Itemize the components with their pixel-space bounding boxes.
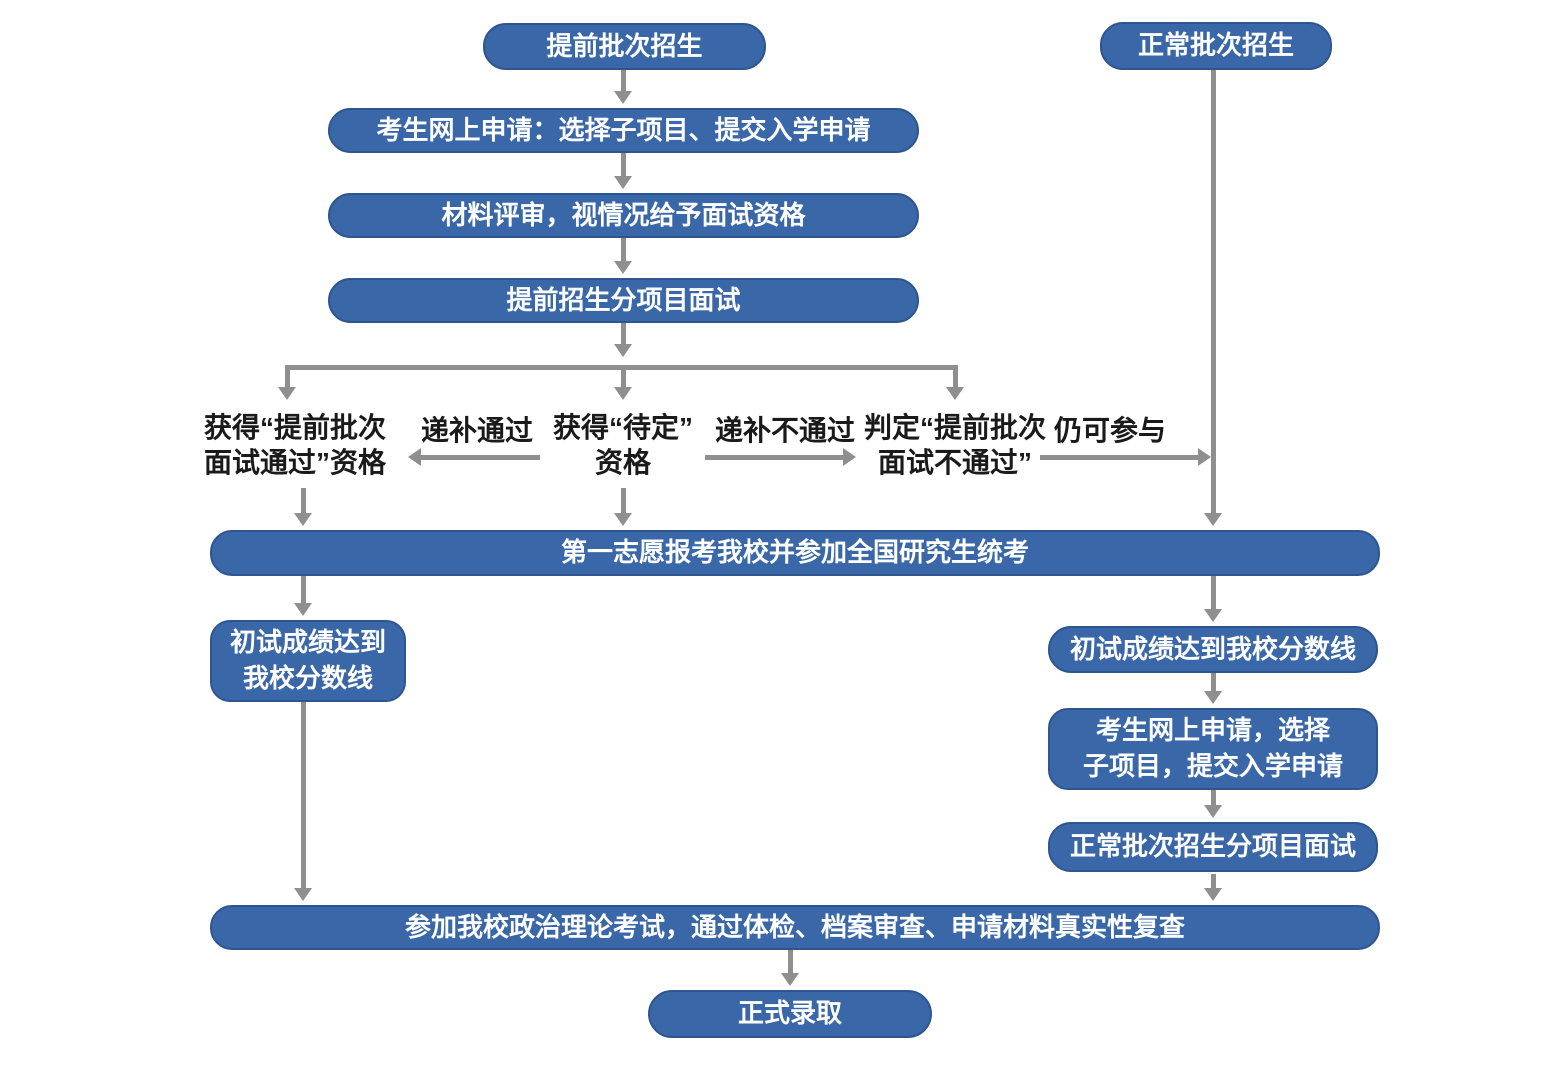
arrow-apply-to-review (621, 153, 626, 176)
node-material-review: 材料评审，视情况给予面试资格 (328, 193, 919, 238)
node-score-left: 初试成绩达到 我校分数线 (210, 620, 406, 702)
arrow-bar-to-score-left (301, 576, 306, 603)
arrow-pass-to-bar (301, 488, 306, 513)
arrowhead-down-icon (614, 387, 632, 400)
arrow-branch-right (953, 365, 958, 387)
arrowhead-down-icon (294, 513, 312, 526)
arrowhead-down-icon (1204, 805, 1222, 818)
node-early-batch: 提前批次招生 (483, 23, 766, 70)
node-normal-batch: 正常批次招生 (1100, 22, 1332, 70)
arrowhead-left-icon (408, 448, 421, 466)
arrow-early-to-apply (621, 70, 626, 91)
arrow-waitlist-pass (420, 455, 540, 460)
arrow-pending-to-bar (621, 488, 626, 513)
arrowhead-down-icon (614, 91, 632, 104)
label-waitlist-fail: 递补不通过 (714, 415, 855, 446)
label-outcome-pass: 获得“提前批次 面试通过”资格 (203, 412, 386, 478)
arrowhead-down-icon (1204, 888, 1222, 901)
arrow-normal-interview-to-politics (1211, 874, 1216, 888)
arrowhead-down-icon (278, 387, 296, 400)
arrow-waitlist-fail (705, 455, 843, 460)
arrowhead-down-icon (1204, 513, 1222, 526)
arrow-normal-batch-long (1211, 70, 1216, 513)
arrowhead-down-icon (1204, 609, 1222, 622)
arrow-branch-center (621, 368, 626, 387)
arrowhead-down-icon (294, 888, 312, 901)
arrow-bar-to-score-right (1211, 576, 1216, 609)
arrowhead-right-icon (1198, 448, 1211, 466)
arrowhead-right-icon (843, 448, 856, 466)
node-final-admission: 正式录取 (648, 990, 932, 1038)
label-still-participate: 仍可参与 (1053, 415, 1166, 446)
node-politics-check: 参加我校政治理论考试，通过体检、档案审查、申请材料真实性复查 (210, 905, 1380, 950)
node-normal-interview: 正常批次招生分项目面试 (1048, 822, 1378, 872)
arrow-apply-to-normal-interview (1211, 790, 1216, 805)
arrow-branch-left (285, 365, 290, 387)
node-apply-early: 考生网上申请：选择子项目、提交入学申请 (328, 108, 919, 153)
branch-distributor-line (285, 365, 957, 370)
arrowhead-down-icon (614, 176, 632, 189)
arrowhead-down-icon (781, 973, 799, 986)
node-score-right: 初试成绩达到我校分数线 (1048, 626, 1378, 673)
arrowhead-down-icon (614, 513, 632, 526)
arrow-review-to-interview (621, 238, 626, 261)
arrow-still-participate (1040, 455, 1198, 460)
arrow-score-to-apply-normal (1211, 673, 1216, 691)
label-outcome-fail: 判定“提前批次 面试不通过” (863, 412, 1046, 478)
arrowhead-down-icon (614, 261, 632, 274)
arrowhead-down-icon (946, 387, 964, 400)
node-early-interview: 提前招生分项目面试 (328, 278, 919, 323)
label-waitlist-pass: 递补通过 (420, 415, 533, 446)
arrowhead-down-icon (1204, 691, 1222, 704)
arrow-interview-to-branch (621, 323, 626, 344)
arrowhead-down-icon (294, 603, 312, 616)
arrow-score-left-to-politics (301, 702, 306, 888)
node-apply-normal: 考生网上申请，选择 子项目，提交入学申请 (1048, 708, 1378, 790)
label-outcome-pending: 获得“待定” 资格 (552, 412, 693, 478)
node-first-choice: 第一志愿报考我校并参加全国研究生统考 (210, 530, 1380, 576)
arrow-politics-to-final (788, 950, 793, 973)
arrowhead-down-icon (614, 344, 632, 357)
